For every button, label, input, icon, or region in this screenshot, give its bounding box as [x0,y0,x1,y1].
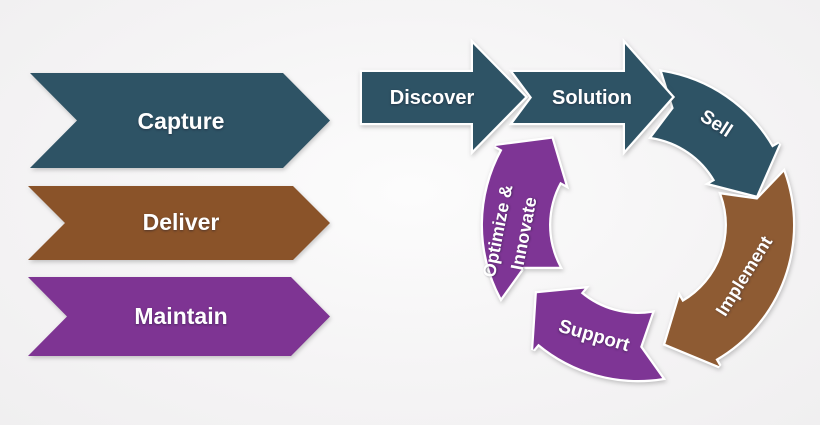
arrow-discover [359,38,529,156]
banner-arrow-deliver [28,186,330,260]
arrow-label-discover: Discover [390,87,475,109]
banner-label-maintain: Maintain [134,303,227,329]
cycle-arrow-implement [662,167,796,369]
arrow-label-solution: Solution [552,87,632,109]
cycle-arrow-sell [647,69,782,199]
banner-label-capture: Capture [138,108,225,134]
cycle-group [480,69,796,383]
banner-group: Capture Deliver Maintain [28,73,330,356]
banner-arrow-capture [30,73,330,168]
cycle-arrow-support [530,285,667,383]
arrow-solution [508,37,676,157]
cycle-arrow-optimize-innovate [480,136,570,303]
banner-label-deliver: Deliver [143,209,220,235]
banner-arrow-maintain [28,277,330,356]
straight-arrow-group [359,37,676,157]
